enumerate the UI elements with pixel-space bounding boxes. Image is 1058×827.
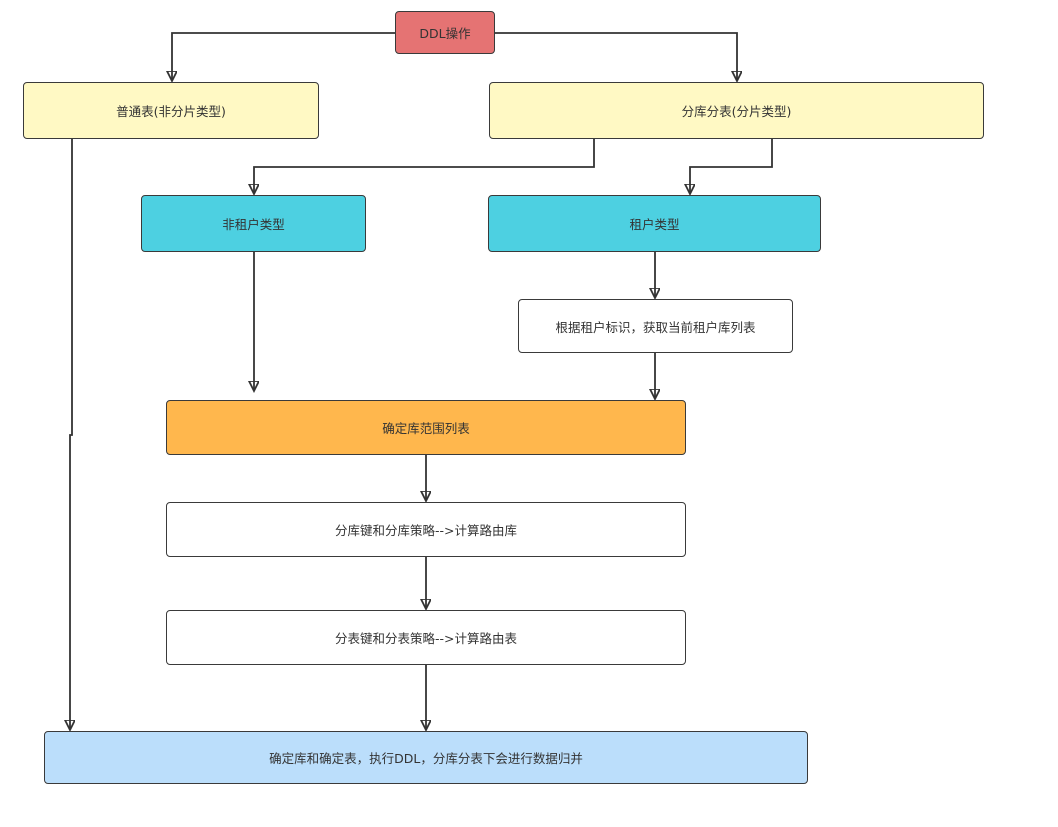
tenant-lookup-node: 根据租户标识，获取当前租户库列表 [518, 299, 793, 353]
normal-table-label: 普通表(非分片类型) [116, 104, 226, 119]
table-route-node: 分表键和分表策略-->计算路由表 [166, 610, 686, 665]
tenant-label: 租户类型 [629, 217, 680, 232]
non-tenant-label: 非租户类型 [222, 217, 285, 232]
edge-ddl-to-sharded-table [495, 32, 737, 81]
db-route-label: 分库键和分库策略-->计算路由库 [335, 523, 517, 538]
sharded-table-node: 分库分表(分片类型) [489, 82, 984, 139]
execute-ddl-label: 确定库和确定表，执行DDL，分库分表下会进行数据归并 [269, 751, 583, 766]
determine-db-label: 确定库范围列表 [382, 421, 470, 436]
tenant-node: 租户类型 [488, 195, 821, 252]
determine-db-node: 确定库范围列表 [166, 400, 686, 455]
execute-ddl-node: 确定库和确定表，执行DDL，分库分表下会进行数据归并 [44, 731, 808, 784]
ddl-operation-node: DDL操作 [395, 11, 495, 54]
table-route-label: 分表键和分表策略-->计算路由表 [335, 631, 517, 646]
edge-ddl-to-normal-table [172, 32, 395, 81]
ddl-operation-label: DDL操作 [419, 26, 471, 41]
normal-table-node: 普通表(非分片类型) [23, 82, 319, 139]
tenant-lookup-label: 根据租户标识，获取当前租户库列表 [555, 319, 756, 335]
edge-sharded-to-tenant [690, 139, 773, 194]
db-route-node: 分库键和分库策略-->计算路由库 [166, 502, 686, 557]
edge-sharded-to-non-tenant [254, 139, 595, 194]
sharded-table-label: 分库分表(分片类型) [681, 104, 792, 119]
edge-normal-table-to-execute [70, 139, 72, 730]
non-tenant-node: 非租户类型 [141, 195, 366, 252]
